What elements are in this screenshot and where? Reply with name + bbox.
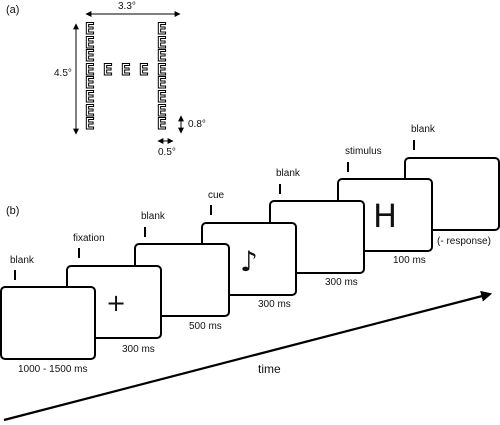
event-label-blank-3: blank [276,168,300,179]
fixation-cross: + [106,289,127,317]
navon-letter-e: E [157,114,168,134]
navon-letter-e: E [85,46,96,66]
event-tick [78,248,80,258]
navon-letter-e: E [85,32,96,52]
element-width-dimension: 0.5° [158,147,176,158]
navon-letter-e: E [157,46,168,66]
event-label-cue: cue [208,190,225,201]
event-tick [144,227,146,237]
event-label-blank-1: blank [10,255,34,266]
screen-blank-1 [0,286,96,360]
event-tick [347,162,349,172]
navon-letter-e: E [157,32,168,52]
duration-fixation: 300 ms [122,344,155,355]
duration-stimulus: 100 ms [393,255,426,266]
time-axis-line [3,290,493,422]
event-label-stimulus: stimulus [345,146,382,157]
duration-blank-2: 500 ms [189,321,222,332]
navon-letter-e: E [85,59,96,79]
height-dimension: 4.5° [54,68,72,79]
duration-blank-3: 300 ms [325,277,358,288]
navon-letter-e: E [139,59,150,79]
event-label-blank-2: blank [141,211,165,222]
event-tick [14,270,16,280]
duration-blank-1: 1000 - 1500 ms [18,364,88,375]
music-note-icon: ♪ [240,245,258,278]
panel-a-label: (a) [6,4,20,16]
event-tick [210,205,212,215]
navon-letter-e: E [85,87,96,106]
element-height-dimension: 0.8° [188,119,206,130]
time-label: time [258,362,281,376]
navon-letter-e: E [103,59,114,79]
navon-letter-e: E [157,59,168,79]
event-tick [413,140,415,150]
stimulus-h: H [373,197,398,235]
panel-b-label: (b) [6,205,20,217]
duration-cue: 300 ms [258,299,291,310]
navon-letter-e: E [157,100,168,120]
navon-letter-e: E [85,100,96,120]
navon-letter-e: E [85,73,96,93]
navon-letter-e: E [157,19,168,38]
width-dimension: 3.3° [118,1,136,12]
navon-letter-e: E [157,73,168,93]
navon-letter-e: E [85,19,96,38]
navon-letter-e: E [121,59,132,79]
duration-response: (- response) [437,236,491,247]
event-label-blank-final: blank [411,124,435,135]
navon-letter-e: E [157,87,168,106]
event-tick [279,184,281,194]
event-label-fixation: fixation [73,233,105,244]
navon-letter-e: E [85,114,96,134]
